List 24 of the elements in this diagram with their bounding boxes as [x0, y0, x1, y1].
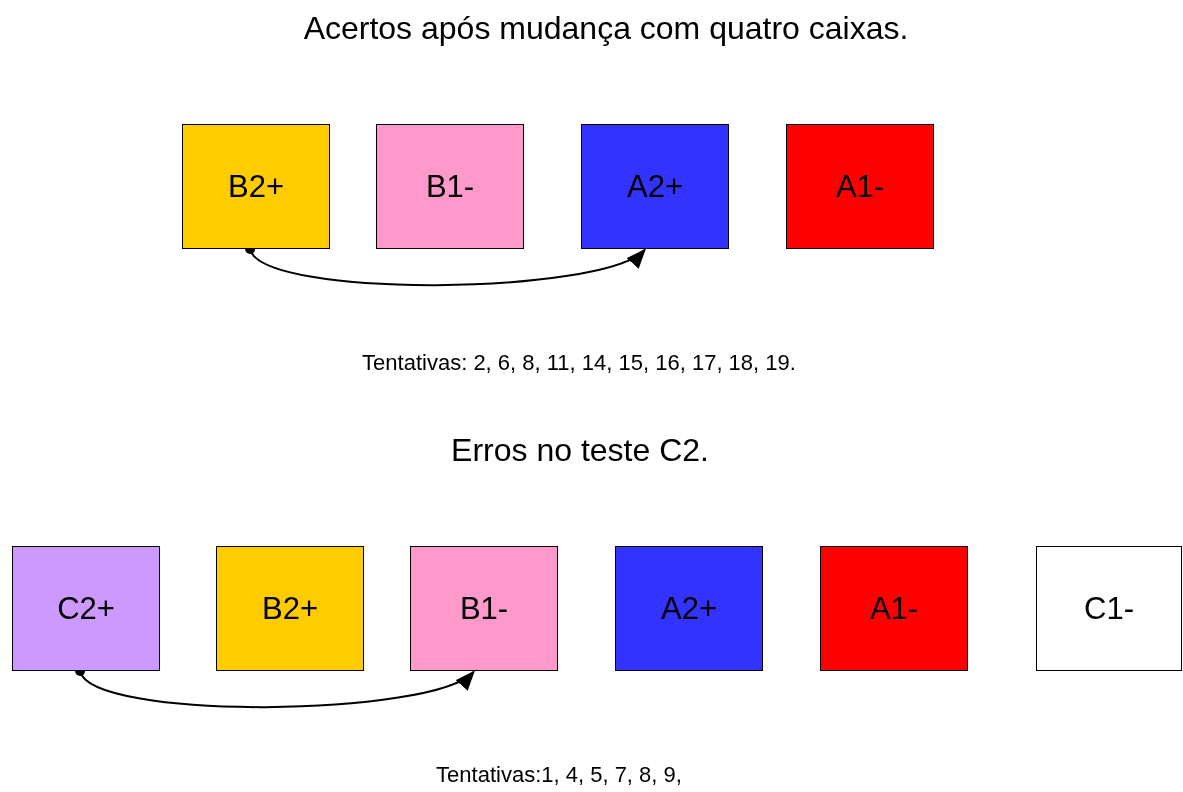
box-label: A1- — [869, 590, 919, 627]
section-heading: Erros no teste C2. — [451, 432, 709, 469]
attempts-note: Tentativas:1, 4, 5, 7, 8, 9, — [436, 762, 682, 788]
box-label: B1- — [459, 590, 509, 627]
attempts-note: Tentativas: 2, 6, 8, 11, 14, 15, 16, 17, 18, 19. — [362, 350, 796, 376]
box-label: C1- — [1084, 590, 1134, 627]
color-box — [615, 546, 763, 671]
color-box — [182, 124, 330, 249]
color-box — [410, 546, 558, 671]
box-label: C2+ — [57, 590, 115, 627]
box-label: A1- — [835, 168, 885, 205]
color-box — [12, 546, 160, 671]
box-label: B2+ — [228, 168, 284, 205]
box-label: A2+ — [661, 590, 717, 627]
box-label: B1- — [425, 168, 475, 205]
color-box — [376, 124, 524, 249]
color-box — [786, 124, 934, 249]
color-box — [820, 546, 968, 671]
title: Acertos após mudança com quatro caixas. — [303, 10, 909, 47]
box-label: A2+ — [627, 168, 683, 205]
color-box — [1036, 546, 1182, 671]
box-label: B2+ — [262, 590, 318, 627]
color-box — [216, 546, 364, 671]
color-box — [581, 124, 729, 249]
